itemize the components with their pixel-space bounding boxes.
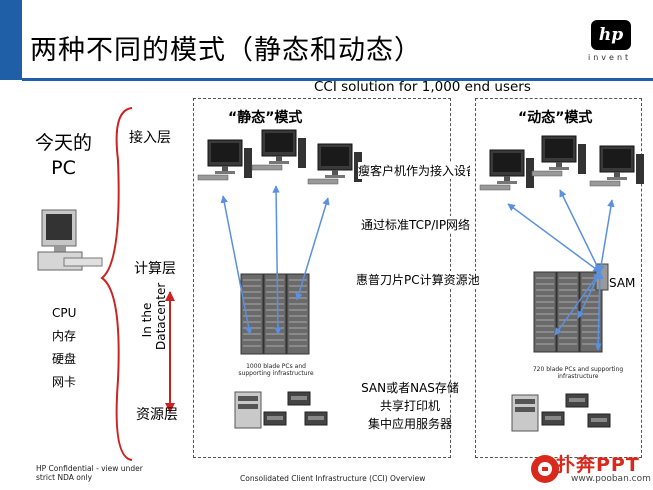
tier-compute: 计算层 xyxy=(134,261,176,277)
footer-title: Consolidated Client Infrastructure (CCI)… xyxy=(240,474,426,483)
sam-label: SAM xyxy=(609,276,636,290)
server-icon xyxy=(511,393,611,432)
brand-url: www.pooban.com xyxy=(571,474,651,484)
hp-tagline: invent xyxy=(588,53,632,62)
dynamic-connection-arrows xyxy=(507,189,615,351)
diagram-title: CCI solution for 1,000 end users xyxy=(314,79,531,95)
blade-rack-icon xyxy=(240,273,310,355)
label-resources: SAN或者NAS存储 共享打印机 集中应用服务器 xyxy=(344,379,476,433)
datacenter-label: In the Datacenter xyxy=(140,282,168,350)
server-icon xyxy=(234,391,328,429)
tier-access: 接入层 xyxy=(129,130,171,146)
today-pc-label: 今天的 PC xyxy=(35,131,92,181)
list-item: 硬盘 xyxy=(52,352,77,366)
static-rack-caption: 1000 blade PCs and supporting infrastruc… xyxy=(238,363,314,377)
tier-brace xyxy=(100,107,133,461)
thin-client-icon xyxy=(251,129,307,171)
thin-client-icon xyxy=(197,139,253,181)
brand-logo-icon xyxy=(531,455,559,483)
label-blade-pool: 惠普刀片PC计算资源池 xyxy=(356,271,480,288)
thin-client-icon xyxy=(307,143,363,185)
static-mode-label: “静态”模式 xyxy=(228,110,303,126)
desktop-pc-icon xyxy=(37,209,103,271)
dynamic-rack-caption: 720 blade PCs and supporting infrastruct… xyxy=(532,366,624,380)
brand-name: 扑奔PPT xyxy=(556,454,640,476)
resource-item: SAN或者NAS存储 xyxy=(361,381,459,395)
list-item: CPU xyxy=(52,306,77,320)
confidential-note: HP Confidential - view under strict NDA … xyxy=(36,464,143,482)
label-network: 通过标准TCP/IP网络 xyxy=(361,216,473,233)
resource-item: 共享打印机 xyxy=(379,399,440,413)
static-connection-arrows xyxy=(220,185,330,335)
list-item: 内存 xyxy=(52,329,77,343)
thin-client-icon xyxy=(531,135,587,177)
today-pc-line1: 今天的 xyxy=(35,132,93,154)
today-pc-line2: PC xyxy=(51,157,76,179)
hp-logo-icon: hp xyxy=(591,20,631,50)
dynamic-mode-label: “动态”模式 xyxy=(518,110,593,126)
thin-client-icon xyxy=(479,149,535,191)
page-title: 两种不同的模式（静态和动态） xyxy=(30,35,422,66)
title-accent-bar xyxy=(0,0,22,80)
resource-item: 集中应用服务器 xyxy=(367,417,452,431)
pc-components-list: CPU 内存 硬盘 网卡 xyxy=(52,302,76,394)
list-item: 网卡 xyxy=(52,375,77,389)
title-underline xyxy=(22,78,653,81)
tier-resource: 资源层 xyxy=(136,407,178,423)
label-access-device: 瘦客户机作为接入设备 xyxy=(358,162,470,179)
thin-client-icon xyxy=(589,145,645,187)
